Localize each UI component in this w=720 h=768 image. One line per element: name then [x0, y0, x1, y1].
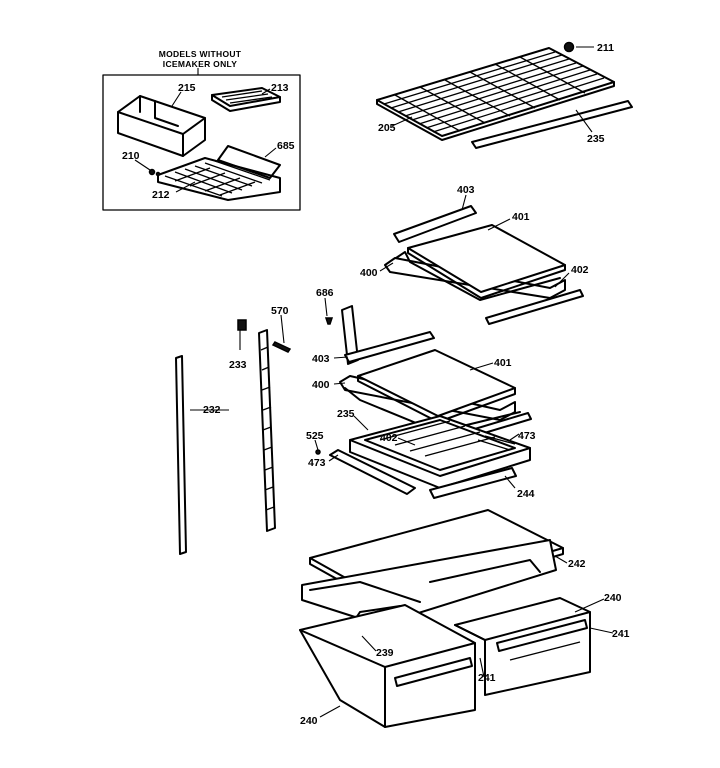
callout-403-lower: 403: [312, 353, 330, 365]
part-215-ice-bucket: [117, 95, 206, 157]
part-213-ice-tray: [211, 87, 281, 112]
part-244-drawer-assembly: [315, 415, 531, 499]
callout-240-left: 240: [300, 715, 318, 727]
callout-473-right: 473: [518, 430, 536, 442]
callout-240-right: 240: [604, 592, 622, 604]
part-232-side-rail: [175, 355, 187, 555]
part-686-screw: [324, 317, 334, 325]
callout-402-upper: 402: [571, 264, 589, 276]
callout-400-upper: 400: [360, 267, 378, 279]
callout-213: 213: [271, 82, 289, 94]
part-210-screw: [148, 168, 161, 177]
part-205-wire-shelf: [376, 47, 615, 141]
callout-400-lower: 400: [312, 379, 330, 391]
callout-211: 211: [597, 42, 614, 54]
upper-glass-shelf-assembly: [384, 205, 584, 325]
callout-686: 686: [316, 287, 334, 299]
part-240-right-drawer: [454, 597, 591, 696]
callout-244: 244: [517, 488, 535, 500]
part-401-glass-lower: [357, 349, 516, 417]
part-211-screw: [563, 41, 575, 53]
part-235-rail: [471, 100, 633, 149]
callout-685: 685: [277, 140, 295, 152]
callout-241-right: 241: [612, 628, 630, 640]
callout-241-left: 241: [478, 672, 496, 684]
part-240-left-drawer: [299, 604, 476, 728]
callout-215: 215: [178, 82, 196, 94]
callout-525: 525: [306, 430, 324, 442]
callout-235-lower: 235: [337, 408, 355, 420]
callout-232: 232: [203, 404, 221, 416]
callout-235-top: 235: [587, 133, 605, 145]
callout-473-left: 473: [308, 457, 326, 469]
part-403-front-trim-lower: [344, 331, 435, 363]
callout-401-upper: 401: [512, 211, 530, 223]
callout-210: 210: [122, 150, 140, 162]
callout-401-lower: 401: [494, 357, 512, 369]
part-685-ice-shelf: [157, 145, 281, 201]
part-233-clip: [237, 319, 247, 331]
part-233-side-rail-ladder: [237, 319, 276, 532]
callout-242: 242: [568, 558, 586, 570]
inset-note-line2: ICEMAKER ONLY: [163, 59, 237, 69]
callout-402-lower: 402: [380, 432, 398, 444]
part-403-front-trim: [393, 205, 477, 243]
icemaker-inset: MODELS WITHOUT ICEMAKER ONLY: [102, 49, 301, 211]
leader-lines: [134, 46, 614, 718]
part-570-screw: [271, 341, 292, 353]
callout-labels: 211 205 235 215 213 685 210 212 403 401 …: [122, 42, 630, 727]
callout-570: 570: [271, 305, 289, 317]
callout-403-upper: 403: [457, 184, 475, 196]
callout-233: 233: [229, 359, 247, 371]
part-402-rear-trim: [485, 289, 584, 325]
lower-glass-shelf-assembly: [339, 305, 532, 447]
callout-205: 205: [378, 122, 396, 134]
inset-frame: [102, 74, 301, 211]
inset-note-line1: MODELS WITHOUT: [159, 49, 242, 59]
callout-212: 212: [152, 189, 170, 201]
callout-239: 239: [376, 647, 394, 659]
part-401-glass: [407, 224, 566, 293]
